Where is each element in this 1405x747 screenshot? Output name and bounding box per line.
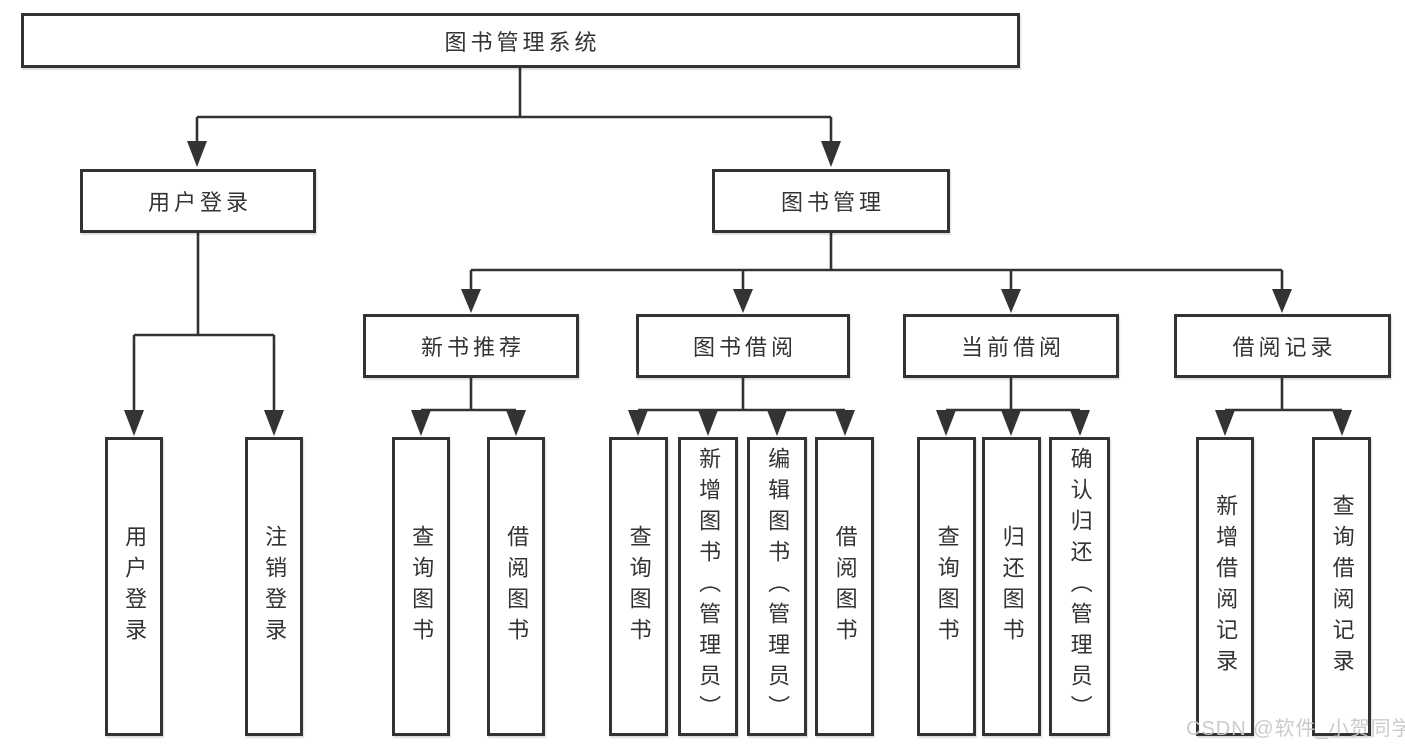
node-label: 查询借阅记录 [1329, 493, 1355, 680]
node-label: 查询图书 [626, 524, 652, 649]
node-logout: 注销登录 [245, 437, 303, 736]
node-user-login: 用户登录 [80, 169, 316, 233]
node-label: 借阅图书 [504, 524, 530, 649]
connector-borrow-records [1215, 378, 1352, 436]
node-label: 用户登录 [122, 524, 148, 649]
connector-root [187, 68, 841, 167]
node-return-book: 归还图书 [982, 437, 1041, 736]
node-borrow-books-leaf: 借阅图书 [815, 437, 874, 736]
node-label: 注销登录 [262, 524, 288, 649]
connector-book-management [461, 233, 1292, 313]
node-label: 查询图书 [409, 524, 435, 649]
node-user-login-leaf: 用户登录 [105, 437, 163, 736]
node-query-books-borrow: 查询图书 [609, 437, 668, 736]
node-borrow-books-recommend: 借阅图书 [487, 437, 545, 736]
connector-book-borrow [628, 378, 855, 436]
node-book-borrow: 图书借阅 [636, 314, 850, 378]
node-label: 确认归还（管理员） [1067, 447, 1093, 726]
node-library-management-system: 图书管理系统 [21, 13, 1020, 68]
watermark-text: CSDN @软件_小贺同学 [1186, 718, 1405, 740]
node-confirm-return-admin: 确认归还（管理员） [1049, 437, 1110, 736]
node-label: 归还图书 [999, 524, 1025, 649]
node-new-book-recommend: 新书推荐 [363, 314, 579, 378]
node-query-borrow-record: 查询借阅记录 [1312, 437, 1371, 736]
node-query-books-recommend: 查询图书 [392, 437, 450, 736]
node-add-book-admin: 新增图书（管理员） [678, 437, 738, 736]
node-book-management: 图书管理 [712, 169, 950, 233]
node-query-books-current: 查询图书 [917, 437, 976, 736]
node-label: 新增图书（管理员） [696, 447, 722, 726]
node-current-borrow: 当前借阅 [903, 314, 1119, 378]
node-label: 查询图书 [934, 524, 960, 649]
node-borrow-records: 借阅记录 [1174, 314, 1391, 378]
node-edit-book-admin: 编辑图书（管理员） [747, 437, 807, 736]
node-label: 借阅图书 [832, 524, 858, 649]
node-label: 新增借阅记录 [1213, 493, 1239, 680]
connector-current-borrow [936, 378, 1090, 436]
node-add-borrow-record: 新增借阅记录 [1196, 437, 1254, 736]
connector-new-book-recommend [411, 378, 526, 436]
node-label: 编辑图书（管理员） [765, 447, 791, 726]
connector-user-login [124, 233, 284, 436]
